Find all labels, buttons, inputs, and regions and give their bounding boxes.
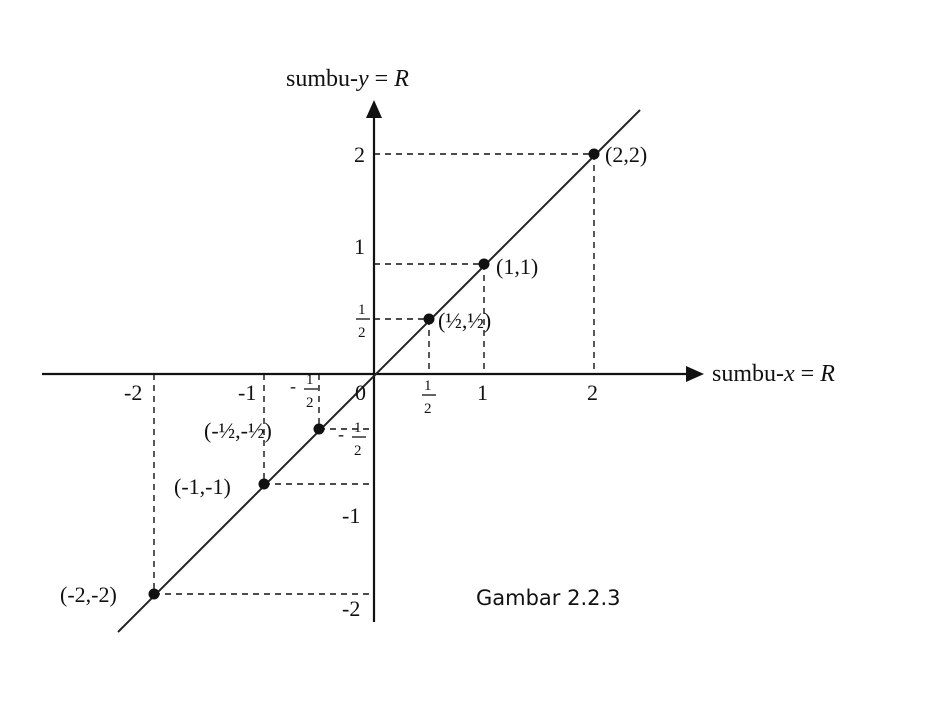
svg-text:1: 1 [354,420,362,436]
origin-label: 0 [355,380,366,405]
point-label: (1,1) [496,254,538,279]
point [478,258,490,270]
svg-text:2: 2 [358,325,366,341]
figure-caption: Gambar 2.2.3 [476,586,621,610]
svg-text:-: - [338,424,344,444]
y-axis-label: sumbu-y = R [286,66,409,92]
y-axis-arrowhead [366,100,382,118]
svg-text:2: 2 [354,443,362,459]
svg-text:2: 2 [424,401,432,417]
y-tick-label: 1 [354,234,365,259]
svg-text:1: 1 [424,378,432,394]
point-label: (-1,-1) [174,474,231,499]
svg-text:1: 1 [358,302,366,318]
svg-text:2: 2 [306,395,314,411]
x-axis-arrowhead [686,366,704,382]
identity-line [117,109,641,633]
point [423,313,435,325]
x-tick-label: -1 [238,380,256,405]
point-label: (½,½) [438,308,491,333]
y-tick-label-neg-half: - 1 2 [338,420,366,459]
point [588,148,600,160]
y-tick-label: -2 [342,596,360,621]
point [313,423,325,435]
y-tick-label-half: 1 2 [356,302,370,341]
point-label: (-½,-½) [204,418,272,443]
data-points [148,148,600,600]
x-tick-label-neg-half: - 1 2 [290,372,318,411]
x-tick-label: 2 [587,380,598,405]
svg-text:1: 1 [306,372,314,388]
point-label: (-2,-2) [60,582,117,607]
point [148,588,160,600]
x-tick-label: -2 [124,380,142,405]
guide-lines [153,153,595,595]
point-label: (2,2) [605,142,647,167]
svg-text:-: - [290,376,296,396]
point [258,478,270,490]
x-axis-label: sumbu-x = R [712,361,835,387]
x-tick-label: 1 [477,380,488,405]
x-tick-label-half: 1 2 [422,378,436,417]
y-tick-label: -1 [342,503,360,528]
y-tick-label: 2 [354,142,365,167]
